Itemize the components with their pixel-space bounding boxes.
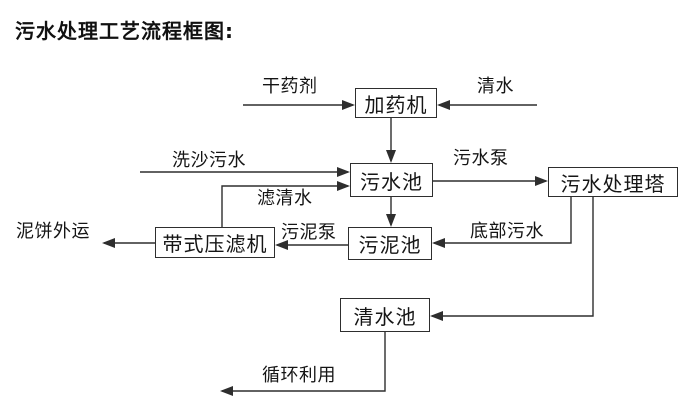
- clean-water-flow-label: 清水: [477, 76, 514, 97]
- sewage-pool-box: 污水池: [350, 163, 433, 197]
- arrow-belt-press-to-sewage-pool: [221, 181, 350, 227]
- arrow-clean-pool-to-recycle: [220, 332, 386, 396]
- sewage-pool-label: 污水池: [360, 169, 423, 194]
- sludge-pool-box: 污泥池: [348, 227, 432, 260]
- treatment-tower-label: 污水处理塔: [560, 171, 666, 196]
- sludge-pool-label: 污泥池: [358, 233, 422, 257]
- treatment-tower-box: 污水处理塔: [548, 167, 678, 197]
- recycle-flow-label: 循环利用: [262, 365, 336, 386]
- filtered-water-flow-label: 滤清水: [257, 188, 313, 209]
- sand-washing-sewage-flow-label: 洗沙污水: [172, 150, 246, 171]
- belt-filter-press-box: 带式压滤机: [155, 227, 275, 258]
- dry-agent-flow-label: 干药剂: [262, 76, 318, 97]
- sewage-pump-flow-label: 污水泵: [453, 148, 509, 169]
- mud-cake-out-flow-label: 泥饼外运: [16, 221, 90, 242]
- arrow-tower-to-clean-pool: [430, 197, 594, 321]
- arrow-tower-to-sludge-pool: [432, 197, 572, 248]
- sludge-pump-flow-label: 污泥泵: [281, 222, 337, 243]
- clean-water-pool-label: 清水池: [353, 304, 417, 329]
- dosing-machine-box: 加药机: [355, 88, 437, 118]
- bottom-sewage-flow-label: 底部污水: [470, 221, 544, 242]
- belt-filter-press-label: 带式压滤机: [162, 232, 268, 256]
- page-title: 污水处理工艺流程框图:: [15, 19, 234, 43]
- dosing-machine-label: 加药机: [364, 92, 428, 117]
- clean-water-pool-box: 清水池: [340, 298, 430, 332]
